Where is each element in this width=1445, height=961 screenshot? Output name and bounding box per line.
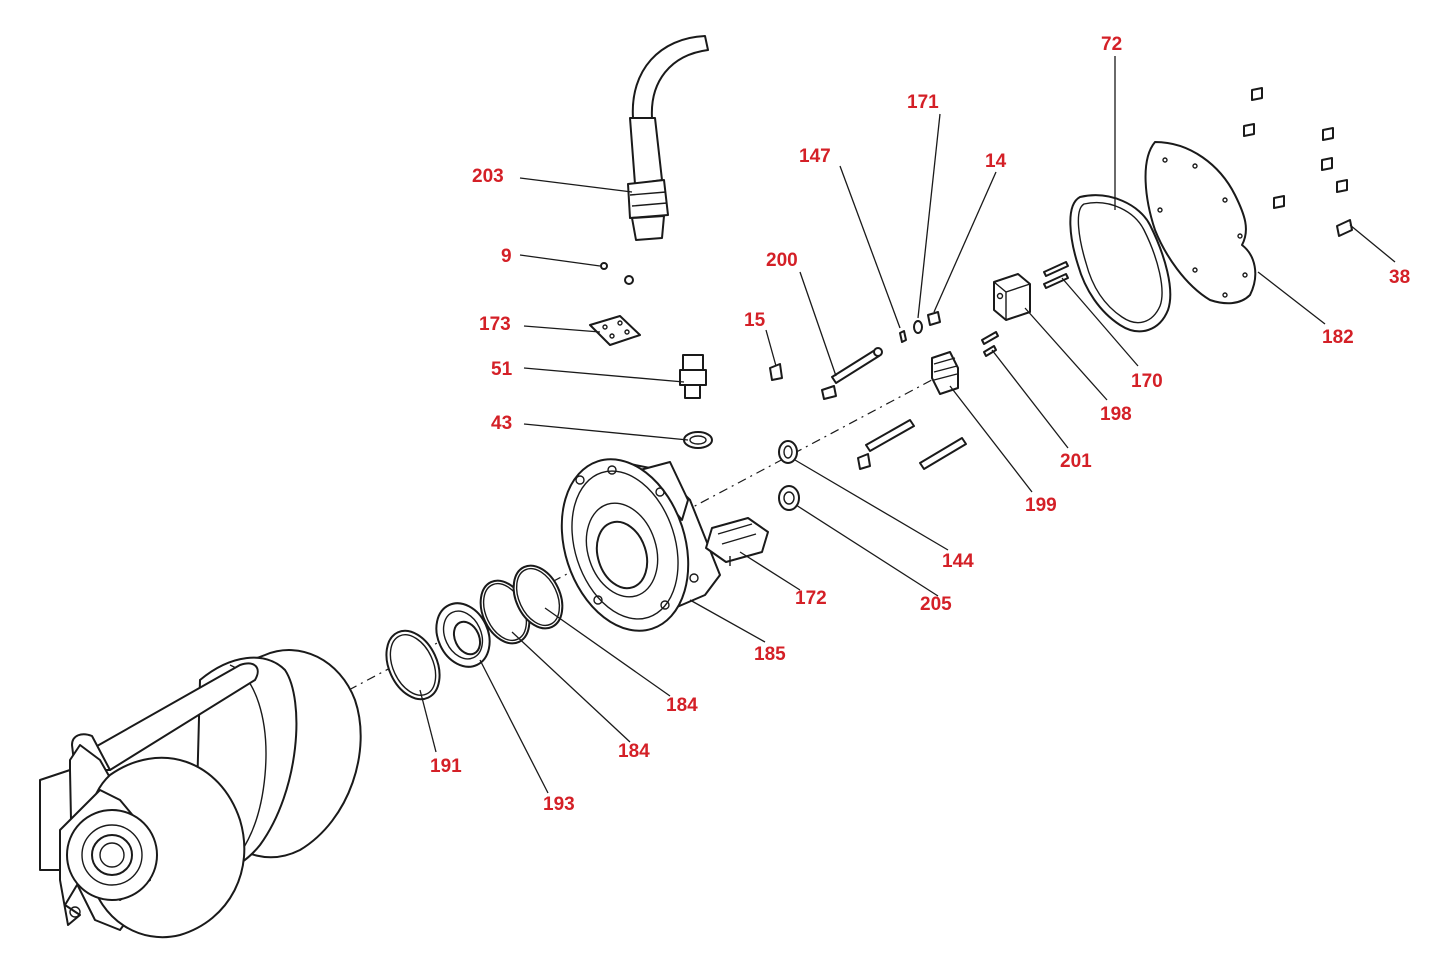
screw-170a	[1043, 261, 1069, 277]
terminal-199	[931, 351, 959, 395]
gasket-72	[1069, 194, 1172, 333]
callout-51: 51	[491, 359, 513, 380]
callout-147: 147	[799, 146, 831, 167]
connector-172	[705, 517, 769, 566]
callout-182: 182	[1322, 327, 1354, 348]
callout-72: 72	[1101, 34, 1122, 55]
ring-191	[385, 629, 441, 701]
leader-lines	[419, 56, 1396, 794]
callout-43: 43	[491, 413, 512, 434]
rod-lower	[919, 437, 967, 470]
washer-144	[778, 440, 798, 464]
screw-small-2	[857, 453, 871, 470]
callout-171: 171	[907, 92, 939, 113]
callout-191: 191	[430, 756, 462, 777]
callout-labels: 203 9 173 51 43 147 171 14 200 15 72 38 …	[430, 34, 1410, 815]
plate-173	[589, 315, 641, 346]
screw-201b	[983, 345, 997, 357]
center-axis-line	[329, 364, 961, 701]
housing-185	[560, 458, 721, 632]
drum-motor-assembly	[39, 649, 362, 939]
callout-185: 185	[754, 644, 786, 665]
callout-184-upper: 184	[666, 695, 698, 716]
callout-184-lower: 184	[618, 741, 650, 762]
callout-198: 198	[1100, 404, 1132, 425]
callout-172: 172	[795, 588, 827, 609]
callout-173: 173	[479, 314, 511, 335]
cable-gland-203	[627, 35, 709, 241]
fitting-51	[679, 354, 707, 399]
screws-38	[1243, 87, 1353, 237]
ring-184-outer	[512, 564, 564, 630]
screw-201a	[981, 331, 999, 345]
callout-205: 205	[920, 594, 952, 615]
box-198	[993, 273, 1031, 321]
callout-9: 9	[501, 246, 512, 267]
callout-14: 14	[985, 151, 1007, 172]
screw-15	[769, 363, 783, 381]
callout-200: 200	[766, 250, 798, 271]
callout-15: 15	[744, 310, 766, 331]
callout-144: 144	[942, 551, 974, 572]
small-screw	[821, 385, 837, 400]
screw-9	[600, 262, 634, 285]
oring-43	[683, 431, 713, 449]
clip-171	[913, 320, 923, 334]
callout-38: 38	[1389, 267, 1410, 288]
callout-170: 170	[1131, 371, 1163, 392]
callout-193: 193	[543, 794, 575, 815]
callout-201: 201	[1060, 451, 1092, 472]
screw-170b	[1043, 273, 1069, 289]
callout-199: 199	[1025, 495, 1057, 516]
nut-205	[778, 485, 800, 511]
bolt-200	[831, 347, 883, 384]
pin-147	[899, 330, 907, 343]
screw-14	[927, 311, 941, 326]
rod-upper	[865, 419, 915, 452]
cover-182	[1144, 141, 1257, 305]
callout-203: 203	[472, 166, 504, 187]
